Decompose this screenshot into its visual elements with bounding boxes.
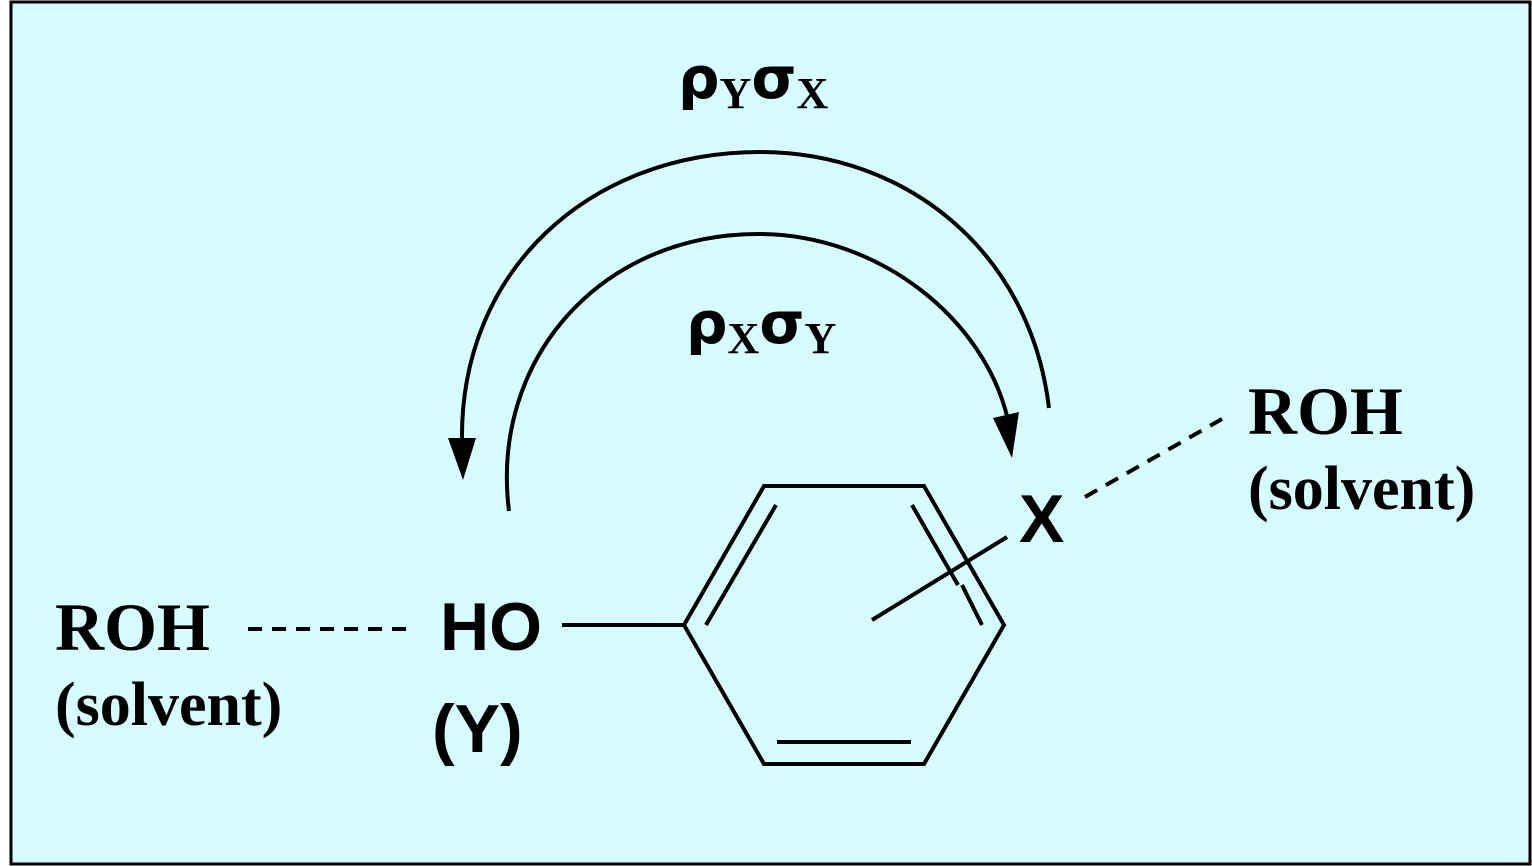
rho-symbol: ρ: [686, 289, 728, 357]
hydroxyl-label: HO: [440, 589, 542, 665]
rho-subscript: Y: [720, 69, 752, 118]
sigma-symbol: σ: [751, 44, 796, 112]
diagram-panel: [9, 0, 1532, 866]
right-solvent-formula: ROH: [1248, 373, 1403, 449]
inner-curved-arrow: [504, 231, 1010, 512]
hydroxyl-tag: (Y): [432, 691, 523, 767]
right-hydrogen-bond: [1084, 417, 1223, 499]
left-solvent-note: (solvent): [55, 671, 282, 739]
sigma-subscript: Y: [804, 314, 836, 363]
sigma-symbol: σ: [759, 289, 804, 357]
inner-arrow-label: ρXσY: [686, 289, 836, 363]
outer-arrow-label: ρYσX: [678, 44, 828, 118]
rho-symbol: ρ: [678, 44, 720, 112]
rho-subscript: X: [728, 314, 760, 363]
substituent-bond: [870, 535, 1009, 622]
right-solvent-note: (solvent): [1248, 455, 1475, 523]
left-solvent-formula: ROH: [55, 589, 210, 665]
substituent-label: X: [1019, 481, 1064, 557]
outer-curved-arrow: [459, 149, 1051, 441]
outer-arrowhead: [448, 438, 476, 480]
inner-arrowhead: [993, 412, 1019, 458]
sigma-subscript: X: [796, 69, 828, 118]
